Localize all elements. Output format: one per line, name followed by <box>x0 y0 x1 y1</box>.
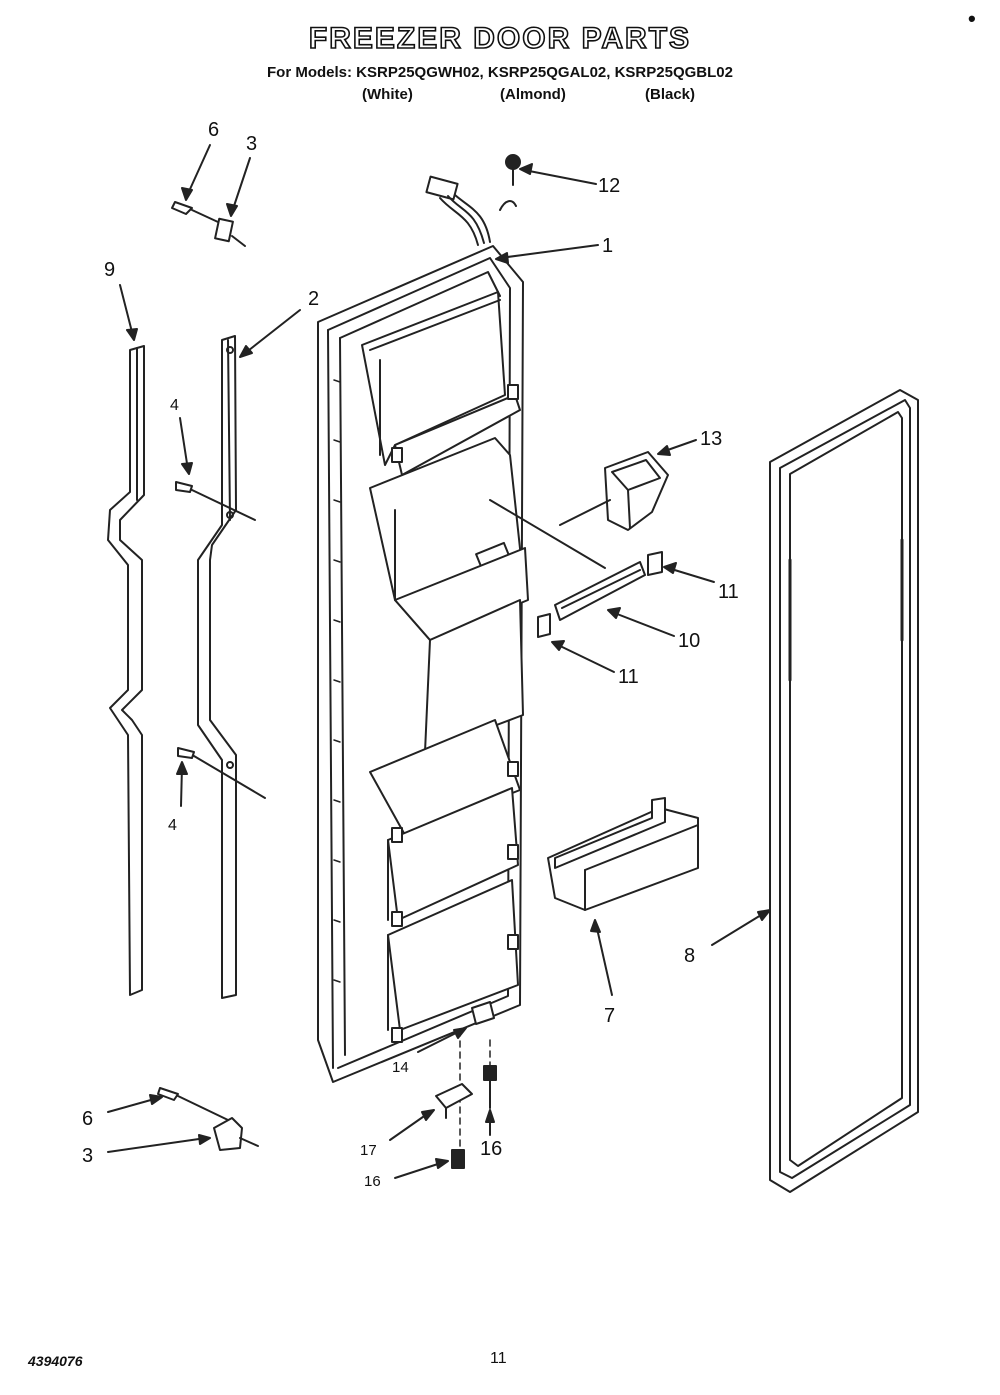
callout-16-right: 16 <box>480 1138 502 1160</box>
callout-6-bottom: 6 <box>82 1108 93 1130</box>
models-line: For Models: KSRP25QGWH02, KSRP25QGAL02, … <box>267 64 733 81</box>
wire-harness <box>425 175 517 246</box>
callout-11-left: 11 <box>618 666 639 688</box>
bottom-cam-parts <box>435 1001 497 1169</box>
callout-9: 9 <box>104 259 115 281</box>
callout-7: 7 <box>604 1005 615 1027</box>
callout-1: 1 <box>602 235 613 257</box>
page-title: FREEZER DOOR PARTS <box>308 21 692 56</box>
part-2-handle <box>197 335 237 999</box>
freezer-door-panel <box>317 245 529 1083</box>
callout-3-top: 3 <box>246 133 257 155</box>
callout-6-top: 6 <box>208 119 219 141</box>
callout-13: 13 <box>700 428 722 450</box>
callout-3-bottom: 3 <box>82 1145 93 1167</box>
callout-2: 2 <box>308 288 319 310</box>
finish-white: (White) <box>362 86 413 103</box>
callout-8: 8 <box>684 945 695 967</box>
part-12-screw <box>505 154 521 186</box>
finish-almond: (Almond) <box>500 86 566 103</box>
callout-17: 17 <box>360 1142 377 1159</box>
callout-12: 12 <box>598 175 620 197</box>
top-hinge-parts <box>171 201 246 247</box>
part-8-gasket <box>769 389 919 1193</box>
callout-11-right: 11 <box>718 581 739 603</box>
callout-10: 10 <box>678 630 700 652</box>
part-13-chute <box>489 451 669 569</box>
leader-lines <box>107 144 771 1179</box>
part-4-screws <box>175 481 266 799</box>
bottom-hinge-parts <box>157 1087 259 1151</box>
callout-4-bottom: 4 <box>168 817 177 834</box>
callout-16-bottom: 16 <box>364 1173 381 1190</box>
part-10-trim-strip <box>537 551 663 638</box>
part-7-door-bin <box>547 797 699 911</box>
callout-14: 14 <box>392 1059 409 1076</box>
callout-labels: 6 3 12 1 9 2 4 13 11 10 11 4 8 7 14 6 3 … <box>82 119 739 1190</box>
page-number: 11 <box>490 1350 507 1367</box>
callout-4-top: 4 <box>170 397 179 414</box>
finish-black: (Black) <box>645 86 696 103</box>
figure-code: 4394076 <box>28 1353 83 1369</box>
part-9-trim <box>107 345 145 996</box>
corner-mark: • <box>968 6 976 31</box>
